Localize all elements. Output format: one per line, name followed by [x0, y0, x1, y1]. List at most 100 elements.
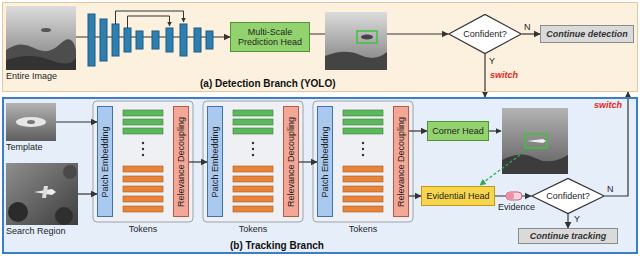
edge-label: Y [489, 56, 495, 66]
evidence-fill [506, 192, 514, 200]
network-block [100, 19, 107, 61]
image-hills [325, 52, 387, 70]
module-bar: Relevance Decoupling [283, 106, 299, 217]
node-label: Relevance Decoupling [396, 116, 406, 206]
image-node: Entire Image [6, 6, 76, 83]
detection-ground [2, 2, 638, 92]
connector [409, 195, 421, 196]
edge-label: Y [574, 214, 580, 224]
node-label: Relevance Decoupling [286, 116, 296, 206]
decision-diamond: Confident? [448, 14, 522, 54]
template-image [6, 103, 56, 141]
process-box: Corner Head [427, 121, 489, 141]
node-label: Patch Embedding [320, 126, 330, 197]
edge-label: N [524, 22, 531, 32]
network-block [88, 14, 95, 66]
annotation-label: Tokens [129, 224, 158, 234]
module-bar: Patch Embedding [317, 106, 333, 217]
branch-panel: (a) Detection Branch (YOLO) Entire Image M… [2, 2, 638, 92]
connector [299, 161, 317, 162]
node-label: Multi-Scale Prediction Head [234, 27, 306, 48]
annotation-label: Tokens [239, 224, 268, 234]
module-bar: Relevance Decoupling [393, 106, 409, 217]
foliage [8, 202, 28, 222]
token-column [123, 110, 163, 212]
node-label: Patch Embedding [210, 126, 220, 197]
aircraft [16, 117, 46, 127]
foliage [63, 165, 77, 179]
stage-frame [313, 101, 413, 222]
tracking-box [525, 134, 547, 148]
node-label: Patch Embedding [100, 126, 110, 197]
connector [409, 130, 427, 131]
head-arrow [489, 130, 501, 131]
token-column [343, 110, 383, 212]
panel-title: (a) Detection Branch (YOLO) [200, 78, 336, 90]
aircraft [42, 186, 48, 198]
diamond-shape [532, 178, 605, 213]
annotation-label: Evidence [498, 202, 535, 212]
network-block [124, 28, 131, 52]
connector [56, 121, 97, 122]
node-label: Continue detection [546, 29, 628, 39]
tracking-ground [2, 97, 638, 254]
connector [567, 214, 568, 228]
network-block [166, 28, 173, 52]
panel-title: (b) Tracking Branch [230, 240, 324, 252]
stage-frame [93, 101, 193, 222]
image-node: Template [6, 103, 56, 154]
aircraft [41, 28, 51, 32]
evidence-guide [480, 149, 528, 185]
node-label: Confident? [546, 191, 590, 201]
image-hills [6, 39, 76, 70]
image-caption: Template [6, 142, 43, 152]
switch-note: switch [490, 70, 518, 80]
process-box: Evidential Head [421, 186, 495, 206]
decision-diamond: Confident? [531, 178, 605, 214]
node-label: Relevance Decoupling [176, 116, 186, 206]
connector [522, 33, 540, 34]
entire-image [6, 6, 76, 70]
network-block [112, 24, 119, 56]
detection-output-image [325, 12, 387, 70]
module-bar: Patch Embedding [97, 106, 113, 217]
connector [189, 161, 207, 162]
node-label: Corner Head [432, 126, 484, 136]
process-box: Continue detection [540, 25, 634, 43]
module-bar: Patch Embedding [207, 106, 223, 217]
switch-note: switch [594, 100, 622, 110]
image-node: Search Region [6, 163, 78, 238]
annotation-label: Tokens [349, 224, 378, 234]
connector [78, 193, 97, 194]
detection-box [357, 31, 377, 43]
branch-panel: (b) Tracking Branch TemplateSearch Region… [2, 97, 638, 254]
connector [484, 54, 485, 97]
image-caption: Entire Image [6, 71, 57, 81]
image-caption: Search Region [6, 226, 66, 236]
node-label: Evidential Head [426, 191, 489, 201]
token-column [233, 110, 273, 212]
network-block [194, 28, 201, 52]
foliage [55, 207, 73, 225]
aircraft [527, 139, 546, 143]
network-block [152, 31, 159, 49]
aircraft [361, 35, 373, 40]
tracking-output-image [502, 108, 568, 174]
network-block [180, 24, 187, 56]
evidence-capsule [506, 192, 522, 200]
image-hills [6, 56, 76, 70]
process-box: Continue tracking [518, 228, 618, 244]
process-box: Multi-Scale Prediction Head [230, 22, 310, 52]
stage-frame [203, 101, 303, 222]
aircraft [27, 120, 35, 124]
skip-connection [128, 16, 170, 28]
network-block [136, 31, 143, 49]
module-bar: Relevance Decoupling [173, 106, 189, 217]
node-label: Continue tracking [530, 231, 607, 241]
diamond-shape [449, 14, 522, 53]
skip-connection [116, 11, 184, 24]
edge-label: N [607, 184, 614, 194]
image-hills [502, 154, 568, 174]
search-image [6, 163, 78, 225]
node-label: Confident? [463, 29, 507, 39]
